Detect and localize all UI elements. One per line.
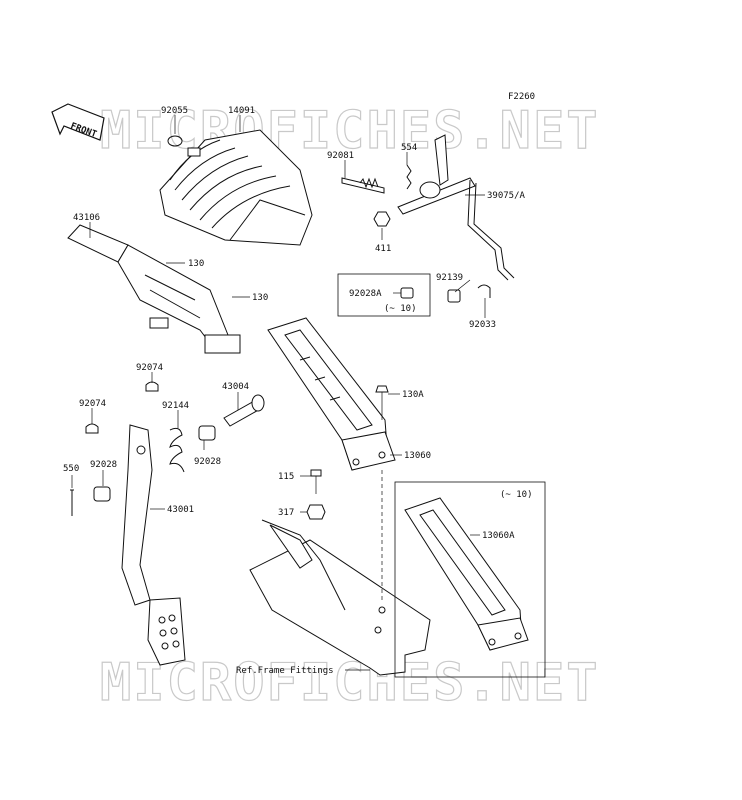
watermark-top: MICROFICHES.NET (100, 101, 600, 161)
label-317: 317 (278, 508, 294, 518)
label-43106: 43106 (73, 213, 100, 223)
inset-box (337, 273, 431, 317)
label-92074-upper: 92074 (136, 363, 163, 373)
cap-92074-upper-icon (145, 381, 159, 392)
bolt-130A-icon (375, 385, 389, 420)
cap-92074-lower-icon (85, 423, 99, 434)
collar-92139-icon (447, 289, 461, 303)
label-130-upper: 130 (188, 259, 204, 269)
label-92081: 92081 (327, 151, 354, 161)
label-130A: 130A (402, 390, 424, 400)
pin-550-icon (70, 489, 74, 516)
watermark-bottom: MICROFICHES.NET (100, 653, 600, 713)
label-14091: 14091 (228, 106, 255, 116)
diagram-code: F2260 (508, 92, 535, 102)
handbrake-43106-drawing (67, 224, 241, 354)
pin-554-icon (406, 164, 412, 190)
label-92055: 92055 (161, 106, 188, 116)
label-92139: 92139 (436, 273, 463, 283)
frame-bracket-drawing (249, 519, 431, 676)
inset-box-13060A (394, 481, 546, 678)
clip-92033-icon (477, 284, 491, 298)
pedal-13060-drawing (267, 317, 396, 471)
oring-92055-icon (167, 135, 183, 147)
nut-317-icon (306, 504, 326, 520)
label-92028A: 92028A (349, 289, 382, 299)
ref-frame-fittings: Ref.Frame Fittings (236, 666, 334, 676)
bushing-92028-lower-icon (93, 486, 111, 502)
inset-note-13060A: (~ 10) (500, 490, 533, 500)
shaft-43004-drawing (223, 394, 265, 427)
bolt-115-icon (310, 469, 322, 494)
label-13060: 13060 (404, 451, 431, 461)
label-43004: 43004 (222, 382, 249, 392)
spring-92144-icon (169, 427, 185, 473)
label-130-lower: 130 (252, 293, 268, 303)
label-411: 411 (375, 244, 391, 254)
label-92144: 92144 (162, 401, 189, 411)
pedal-13060A-drawing (404, 497, 529, 651)
spring-92081-drawing (341, 177, 385, 194)
nut-411-icon (373, 211, 391, 227)
label-13060A: 13060A (482, 531, 515, 541)
bushing-92028A-icon (400, 287, 414, 299)
leader-lines (71, 115, 486, 671)
label-92028-upper: 92028 (194, 457, 221, 467)
label-39075A: 39075/A (487, 191, 526, 201)
label-92074-lower: 92074 (79, 399, 106, 409)
label-115: 115 (278, 472, 294, 482)
label-92033: 92033 (469, 320, 496, 330)
inset-note: (~ 10) (384, 304, 417, 314)
label-554: 554 (401, 143, 417, 153)
bushing-92028-upper-icon (198, 425, 216, 441)
label-43001: 43001 (167, 505, 194, 515)
shaft-39075A-drawing (397, 134, 515, 281)
label-92028-lower: 92028 (90, 460, 117, 470)
label-550: 550 (63, 464, 79, 474)
front-arrow-icon: FRONT (51, 103, 105, 141)
pedal-43001-drawing (121, 424, 186, 666)
boot-14091-drawing (159, 129, 313, 246)
